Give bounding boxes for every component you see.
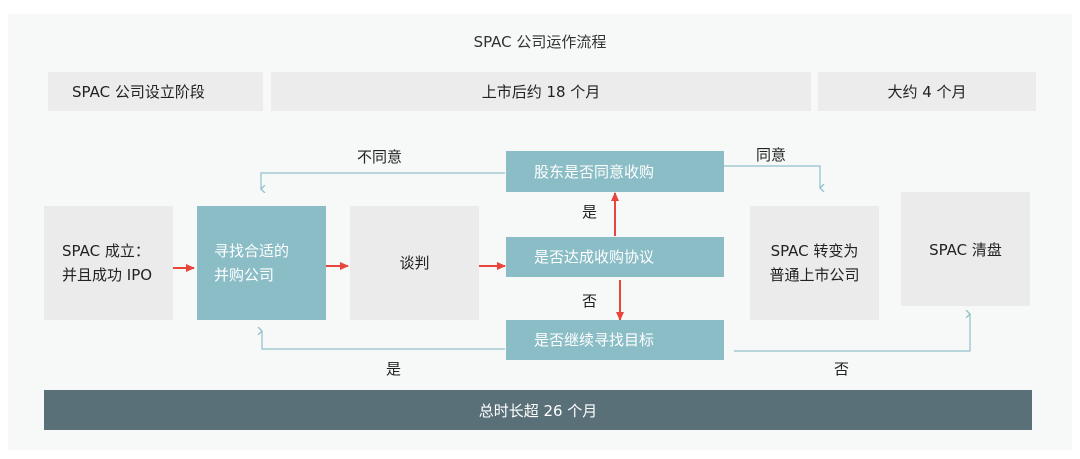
node-find-target-line1: 寻找合适的 (214, 242, 290, 260)
label-yes-up: 是 (582, 203, 598, 221)
phase-4-months: 大约 4 个月 (818, 72, 1036, 111)
node-reach-agreement-label: 是否达成收购协议 (534, 248, 655, 266)
line-continue-no (734, 314, 970, 352)
node-reach-agreement: 是否达成收购协议 (506, 237, 724, 277)
phase-4-months-label: 大约 4 个月 (887, 83, 967, 101)
node-liquidation-label: SPAC 清盘 (929, 241, 1002, 259)
node-continue-search-label: 是否继续寻找目标 (534, 331, 655, 349)
diagram-title: SPAC 公司运作流程 (473, 33, 607, 51)
node-become-public-line1: SPAC 转变为 (770, 242, 859, 260)
node-continue-search: 是否继续寻找目标 (506, 320, 724, 360)
label-agree: 同意 (756, 146, 787, 164)
phase-18-months-label: 上市后约 18 个月 (481, 83, 601, 101)
line-continue-yes (262, 331, 505, 350)
node-negotiation-label: 谈判 (399, 254, 430, 272)
node-spac-founded-line1: SPAC 成立： (62, 242, 150, 260)
node-become-public: SPAC 转变为 普通上市公司 (750, 206, 879, 320)
node-spac-founded-line2: 并且成功 IPO (62, 266, 153, 284)
label-no-bottom: 否 (834, 360, 850, 378)
node-shareholder-approval: 股东是否同意收购 (506, 151, 724, 192)
label-no-down: 否 (582, 292, 598, 310)
line-agree (724, 165, 820, 188)
label-disagree: 不同意 (357, 148, 403, 166)
total-duration-label: 总时长超 26 个月 (478, 401, 598, 420)
node-find-target-line2: 并购公司 (214, 266, 275, 284)
node-liquidation: SPAC 清盘 (901, 192, 1030, 306)
node-negotiation: 谈判 (350, 206, 479, 320)
line-disagree (261, 172, 505, 189)
label-yes-bottom: 是 (386, 360, 402, 378)
phase-setup-label: SPAC 公司设立阶段 (72, 83, 205, 101)
total-duration-bar: 总时长超 26 个月 (44, 390, 1032, 430)
node-become-public-line2: 普通上市公司 (769, 266, 860, 284)
node-find-target: 寻找合适的 并购公司 (197, 206, 326, 320)
phase-setup: SPAC 公司设立阶段 (48, 72, 263, 111)
phase-18-months: 上市后约 18 个月 (271, 72, 811, 111)
node-spac-founded: SPAC 成立： 并且成功 IPO (44, 206, 173, 320)
node-shareholder-approval-label: 股东是否同意收购 (534, 162, 655, 181)
